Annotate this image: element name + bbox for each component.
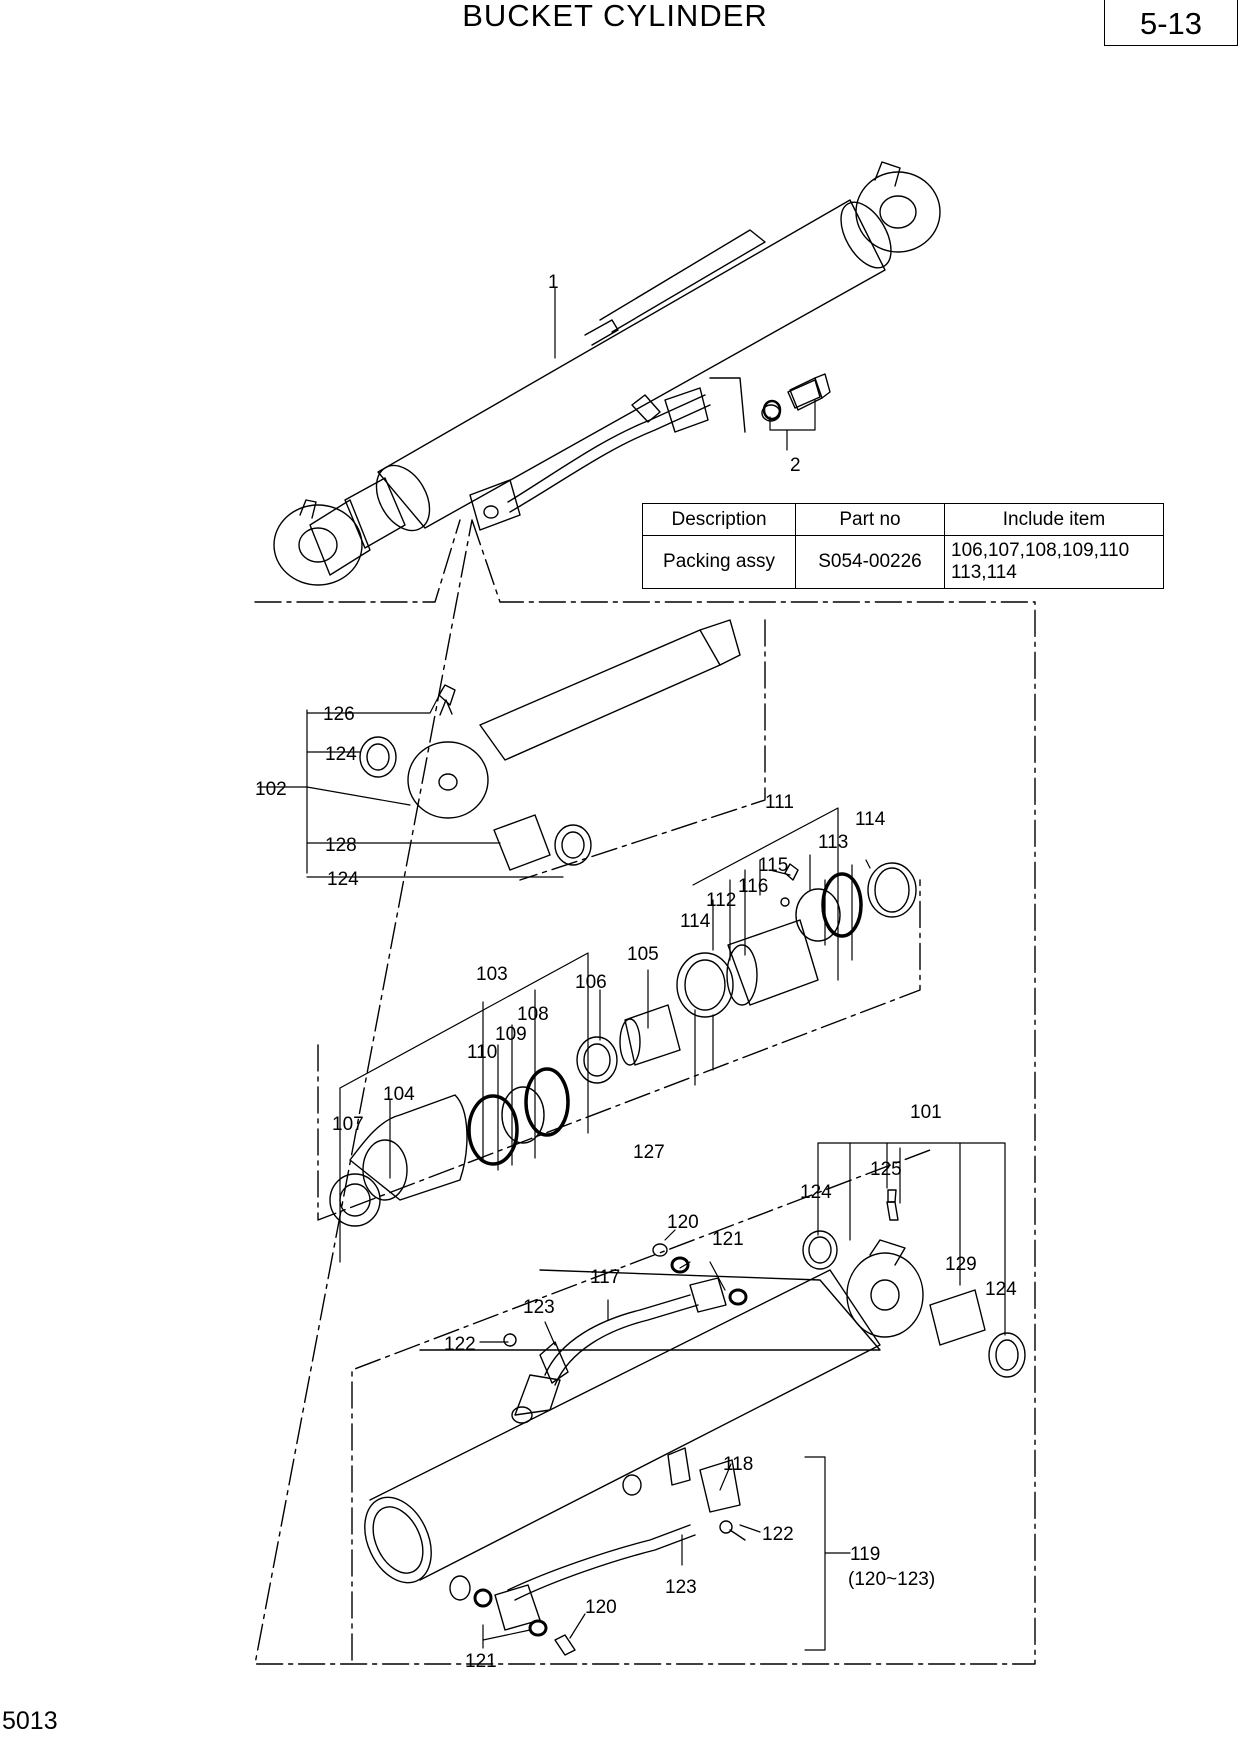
callout-120-a: 120	[667, 1212, 699, 1233]
detail-frame	[254, 519, 1036, 1665]
header-description: Description	[642, 503, 796, 536]
callout-116: 116	[738, 876, 768, 897]
callout-121-b: 121	[465, 1651, 497, 1672]
callout-117: 117	[590, 1267, 620, 1288]
callout-107: 107	[332, 1114, 364, 1135]
page-title: BUCKET CYLINDER	[462, 0, 768, 33]
callout-103: 103	[476, 964, 508, 985]
seal-row-dashed-bracket	[317, 879, 921, 1221]
callout-129: 129	[945, 1254, 977, 1275]
callout-109: 109	[495, 1024, 527, 1045]
callout-122-a: 122	[444, 1334, 476, 1355]
callout-122-b: 122	[762, 1524, 794, 1545]
include-item-line-2: 113,114	[951, 562, 1017, 583]
callout-114-a: 114	[855, 809, 886, 830]
piston-and-rings-drawing	[676, 862, 917, 1018]
footer-code: 5013	[2, 1707, 58, 1735]
callout-126: 126	[323, 704, 355, 725]
callout-2: 2	[790, 455, 801, 476]
piston-rod-drawing	[359, 619, 741, 871]
leader-lines	[257, 287, 1006, 1651]
callout-124-c: 124	[800, 1182, 832, 1203]
callout-125: 125	[870, 1159, 902, 1180]
callout-124-b: 124	[327, 869, 359, 890]
header-include-item: Include item	[944, 503, 1164, 536]
page-number-box: 5-13	[1104, 0, 1238, 46]
cell-include-item: 106,107,108,109,110 113,114	[944, 535, 1164, 589]
tube-dashed-bracket	[351, 1149, 931, 1661]
callout-114-b: 114	[680, 911, 711, 932]
callout-121-a: 121	[712, 1229, 744, 1250]
table-row: Packing assy S054-00226 106,107,108,109,…	[642, 535, 1164, 589]
callout-118: 118	[723, 1454, 753, 1475]
cell-part-no: S054-00226	[795, 535, 945, 589]
include-item-line-1: 106,107,108,109,110	[951, 540, 1130, 561]
rod-dashed-bracket	[519, 619, 766, 881]
assembled-cylinder-drawing	[273, 161, 941, 586]
callout-1: 1	[548, 272, 559, 293]
callout-108: 108	[517, 1004, 549, 1025]
packing-assy-table: Description Part no Include item Packing…	[642, 503, 1164, 589]
callout-101: 101	[910, 1102, 942, 1123]
callout-106: 106	[575, 972, 607, 993]
pipe-assemblies-drawing	[449, 1243, 748, 1656]
callout-119: 119	[850, 1544, 880, 1565]
callout-labels: 1 2 102 126 124 128 124 111 114 113 115 …	[255, 272, 1017, 1672]
callout-115: 115	[758, 855, 788, 876]
callout-112: 112	[706, 890, 736, 911]
fitting-and-oring-drawing	[709, 377, 821, 433]
callout-102: 102	[255, 779, 287, 800]
callout-120-b: 120	[585, 1597, 617, 1618]
callout-128: 128	[325, 835, 357, 856]
callout-123-a: 123	[523, 1297, 555, 1318]
callout-124-d: 124	[985, 1279, 1017, 1300]
callout-127: 127	[633, 1142, 665, 1163]
callout-111: 111	[765, 792, 794, 813]
callout-105: 105	[627, 944, 659, 965]
callout-113: 113	[818, 832, 848, 853]
gland-and-seals-drawing	[329, 1004, 681, 1227]
callout-104: 104	[383, 1084, 415, 1105]
callout-110: 110	[467, 1042, 497, 1063]
callout-124-a: 124	[325, 744, 357, 765]
callout-119-range: (120~123)	[848, 1569, 935, 1590]
callout-123-b: 123	[665, 1577, 697, 1598]
cylinder-tube-drawing	[364, 1189, 1026, 1584]
cell-description: Packing assy	[642, 535, 796, 589]
